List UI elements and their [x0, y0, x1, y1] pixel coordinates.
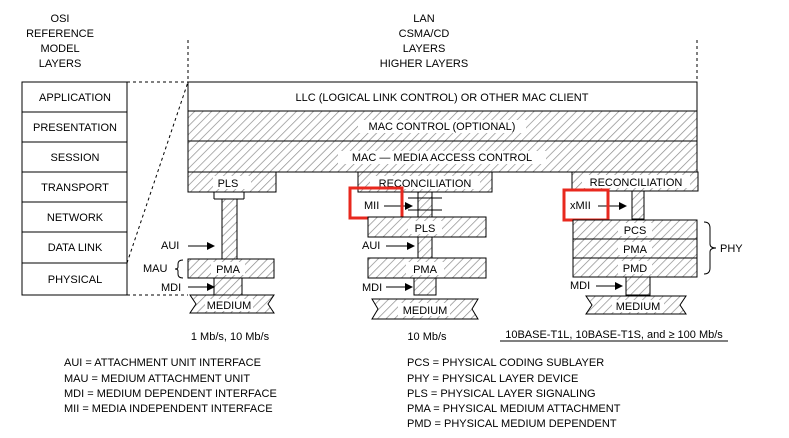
pcs-label: PCS: [624, 225, 647, 237]
stack-2: RECONCILIATION MII PLS AUI PMA MDI MEDIU…: [348, 171, 493, 343]
osi-layer-physical: PHYSICAL: [48, 274, 102, 286]
medium-label: MEDIUM: [616, 301, 661, 313]
speed-label: 10BASE-T1L, 10BASE-T1S, and ≥ 100 Mb/s: [505, 329, 723, 341]
legend-item: PHY = PHYSICAL LAYER DEVICE: [407, 373, 578, 385]
lan-header-line: CSMA/CD: [399, 28, 450, 40]
mdi-label: MDI: [362, 282, 382, 294]
osi-header: OSI REFERENCE MODEL LAYERS: [26, 13, 94, 70]
osi-stack: APPLICATION PRESENTATION SESSION TRANSPO…: [21, 81, 128, 296]
llc-layer: [187, 81, 698, 112]
osi-header-line: REFERENCE: [26, 28, 94, 40]
osi-layer-session: SESSION: [51, 152, 100, 164]
speed-label: 10 Mb/s: [407, 331, 447, 343]
mau-label: MAU: [143, 263, 168, 275]
pls-label: PLS: [218, 178, 239, 190]
xmii-label: xMII: [570, 200, 591, 212]
pls-label: PLS: [415, 223, 436, 235]
mau-brace: [174, 259, 184, 279]
mii-connector: [417, 191, 433, 218]
osi-header-line: OSI: [51, 13, 70, 25]
mdi-connector: [625, 276, 651, 296]
osi-header-line: MODEL: [40, 43, 79, 55]
pma-label: PMA: [413, 264, 438, 276]
mac-control-label: MAC CONTROL (OPTIONAL): [369, 121, 516, 133]
aui-connector: [417, 236, 433, 259]
pma-label: PMA: [623, 244, 648, 256]
phy-brace: [703, 221, 717, 275]
lan-header: LAN CSMA/CD LAYERS HIGHER LAYERS: [380, 13, 468, 70]
mapping-line: [126, 81, 189, 264]
legend-item: PCS = PHYSICAL CODING SUBLAYER: [407, 357, 604, 369]
aui-label: AUI: [362, 240, 380, 252]
aui-cable: [221, 198, 238, 260]
stack-3: RECONCILIATION xMII PCS PMA PMD PHY MDI …: [500, 171, 743, 342]
mdi-label: MDI: [161, 282, 181, 294]
llc-label: LLC (LOGICAL LINK CONTROL) OR OTHER MAC …: [296, 92, 589, 104]
phy-label: PHY: [720, 243, 743, 255]
mac-label: MAC — MEDIA ACCESS CONTROL: [352, 152, 532, 164]
legend-item: AUI = ATTACHMENT UNIT INTERFACE: [64, 357, 261, 369]
osi-layer-data-link: DATA LINK: [48, 242, 103, 254]
xmii-connector: [631, 190, 645, 220]
legend-right: PCS = PHYSICAL CODING SUBLAYER PHY = PHY…: [407, 357, 621, 430]
legend-item: PMA = PHYSICAL MEDIUM ATTACHMENT: [407, 403, 621, 415]
osi-layer-presentation: PRESENTATION: [33, 122, 117, 134]
osi-header-line: LAYERS: [39, 58, 82, 70]
stack-1: PLS AUI PMA MAU MDI MEDIUM 1 Mb/s, 10 Mb…: [143, 171, 277, 343]
legend-item: MAU = MEDIUM ATTACHMENT UNIT: [64, 373, 250, 385]
speed-label: 1 Mb/s, 10 Mb/s: [191, 331, 270, 343]
reconciliation-label: RECONCILIATION: [590, 177, 683, 189]
lan-header-line: LAN: [413, 13, 434, 25]
lan-layers: LLC (LOGICAL LINK CONTROL) OR OTHER MAC …: [187, 81, 698, 173]
mdi-connector: [213, 277, 243, 296]
pmd-label: PMD: [623, 263, 648, 275]
legend-left: AUI = ATTACHMENT UNIT INTERFACE MAU = ME…: [64, 357, 277, 415]
legend-item: MDI = MEDIUM DEPENDENT INTERFACE: [64, 388, 277, 400]
legend-item: PLS = PHYSICAL LAYER SIGNALING: [407, 388, 596, 400]
mdi-label: MDI: [570, 280, 590, 292]
legend-item: PMD = PHYSICAL MEDIUM DEPENDENT: [407, 418, 617, 430]
osi-layer-transport: TRANSPORT: [41, 182, 109, 194]
osi-stack-frame: [21, 81, 128, 296]
lan-header-line: LAYERS: [403, 43, 446, 55]
osi-layer-application: APPLICATION: [39, 92, 111, 104]
higher-layers-label: HIGHER LAYERS: [380, 58, 468, 70]
legend-item: MII = MEDIA INDEPENDENT INTERFACE: [64, 403, 273, 415]
osi-layer-network: NETWORK: [47, 212, 104, 224]
medium-label: MEDIUM: [403, 305, 448, 317]
medium-label: MEDIUM: [207, 300, 252, 312]
aui-label: AUI: [161, 240, 179, 252]
mii-label: MII: [364, 200, 379, 212]
pma-label: PMA: [216, 264, 241, 276]
mdi-connector: [413, 277, 437, 296]
